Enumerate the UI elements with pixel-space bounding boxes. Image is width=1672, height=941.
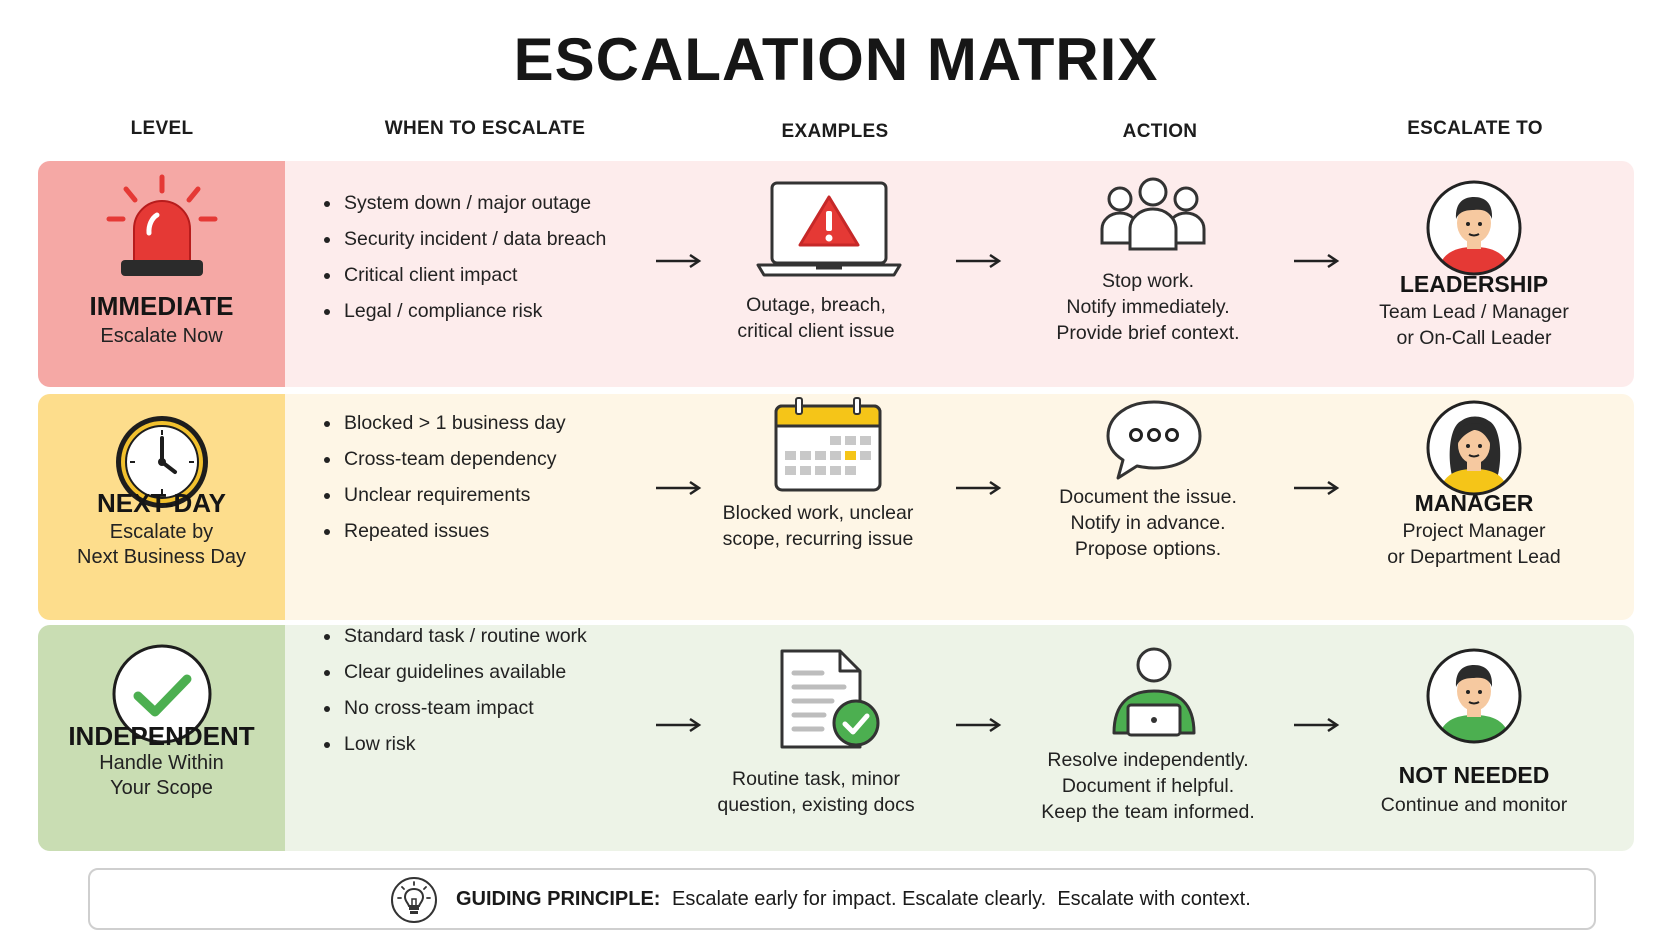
escalate-to-name: NOT NEEDED <box>1398 762 1550 788</box>
arrow-right-icon <box>1294 717 1340 733</box>
escalate-to-detail: Continue and monitor <box>1380 794 1568 816</box>
arrow-right-icon <box>1294 253 1340 269</box>
level-subtitle: Escalate Now <box>100 325 223 347</box>
level-subtitle: Escalate by Next Business Day <box>77 521 246 568</box>
team-group-icon <box>1100 177 1206 251</box>
column-header-escalate-to: ESCALATE TO <box>1407 118 1543 139</box>
list-item: System down / major outage <box>320 185 606 221</box>
avatar-leadership <box>1426 180 1522 276</box>
when-list: System down / major outage Security inci… <box>320 185 606 329</box>
column-header-when: WHEN TO ESCALATE <box>384 118 586 139</box>
list-item: Critical client impact <box>320 257 606 293</box>
clock-icon <box>115 416 208 508</box>
arrow-right-icon <box>656 480 702 496</box>
column-header-examples: EXAMPLES <box>781 121 889 142</box>
list-item: Clear guidelines available <box>320 654 587 690</box>
row-immediate: IMMEDIATE Escalate Now System down / maj… <box>38 161 1634 387</box>
arrow-right-icon <box>956 717 1002 733</box>
level-subtitle: Handle Within Your Scope <box>99 752 224 799</box>
when-list: Blocked > 1 business day Cross-team depe… <box>320 405 566 549</box>
list-item: No cross-team impact <box>320 690 587 726</box>
level-name: INDEPENDENT <box>68 721 255 751</box>
calendar-icon <box>774 397 882 492</box>
principle-label: GUIDING PRINCIPLE: <box>456 888 661 910</box>
arrow-right-icon <box>656 717 702 733</box>
avatar-manager <box>1426 400 1522 496</box>
escalate-to-detail: Team Lead / Manager or On-Call Leader <box>1379 301 1569 349</box>
level-cell-next-day: NEXT-DAY Escalate by Next Business Day <box>38 394 285 620</box>
person-laptop-icon <box>1112 647 1196 737</box>
avatar-self <box>1426 648 1522 744</box>
escalate-to-name: LEADERSHIP <box>1399 271 1549 297</box>
list-item: Security incident / data breach <box>320 221 606 257</box>
level-cell-independent: INDEPENDENT Handle Within Your Scope <box>38 625 285 851</box>
list-item: Unclear requirements <box>320 477 566 513</box>
checkmark-icon <box>112 644 211 744</box>
siren-icon <box>106 174 217 276</box>
document-check-icon <box>780 649 880 749</box>
row-next-day: NEXT-DAY Escalate by Next Business Day B… <box>38 394 1634 620</box>
list-item: Low risk <box>320 726 587 762</box>
arrow-right-icon <box>1294 480 1340 496</box>
row-independent: INDEPENDENT Handle Within Your Scope Sta… <box>38 625 1634 851</box>
list-item: Blocked > 1 business day <box>320 405 566 441</box>
example-text: Blocked work, unclear scope, recurring i… <box>722 502 914 550</box>
list-item: Cross-team dependency <box>320 441 566 477</box>
column-header-action: ACTION <box>1122 121 1198 142</box>
example-text: Outage, breach, critical client issue <box>737 294 895 342</box>
escalate-to-name: MANAGER <box>1414 490 1534 516</box>
arrow-right-icon <box>956 480 1002 496</box>
action-text: Document the issue. Notify in advance. P… <box>1059 486 1237 560</box>
column-header-level: LEVEL <box>130 118 194 139</box>
level-name: IMMEDIATE <box>89 291 234 321</box>
action-text: Resolve independently. Document if helpf… <box>1041 749 1255 823</box>
when-list: Standard task / routine work Clear guide… <box>320 625 587 762</box>
example-text: Routine task, minor question, existing d… <box>717 768 915 816</box>
page-title: ESCALATION MATRIX <box>513 26 1159 93</box>
escalate-to-detail: Project Manager or Department Lead <box>1387 520 1561 568</box>
level-cell-immediate: IMMEDIATE Escalate Now <box>38 161 285 387</box>
list-item: Legal / compliance risk <box>320 293 606 329</box>
principle-text: Escalate early for impact. Escalate clea… <box>672 888 1251 910</box>
arrow-right-icon <box>956 253 1002 269</box>
chat-bubble-icon <box>1106 400 1202 480</box>
action-text: Stop work. Notify immediately. Provide b… <box>1056 270 1240 344</box>
lightbulb-icon <box>391 877 437 923</box>
list-item: Repeated issues <box>320 513 566 549</box>
laptop-warning-icon <box>756 181 902 277</box>
list-item: Standard task / routine work <box>320 625 587 654</box>
arrow-right-icon <box>656 253 702 269</box>
guiding-principle-banner: GUIDING PRINCIPLE: Escalate early for im… <box>88 868 1596 930</box>
level-name: NEXT-DAY <box>96 488 227 518</box>
